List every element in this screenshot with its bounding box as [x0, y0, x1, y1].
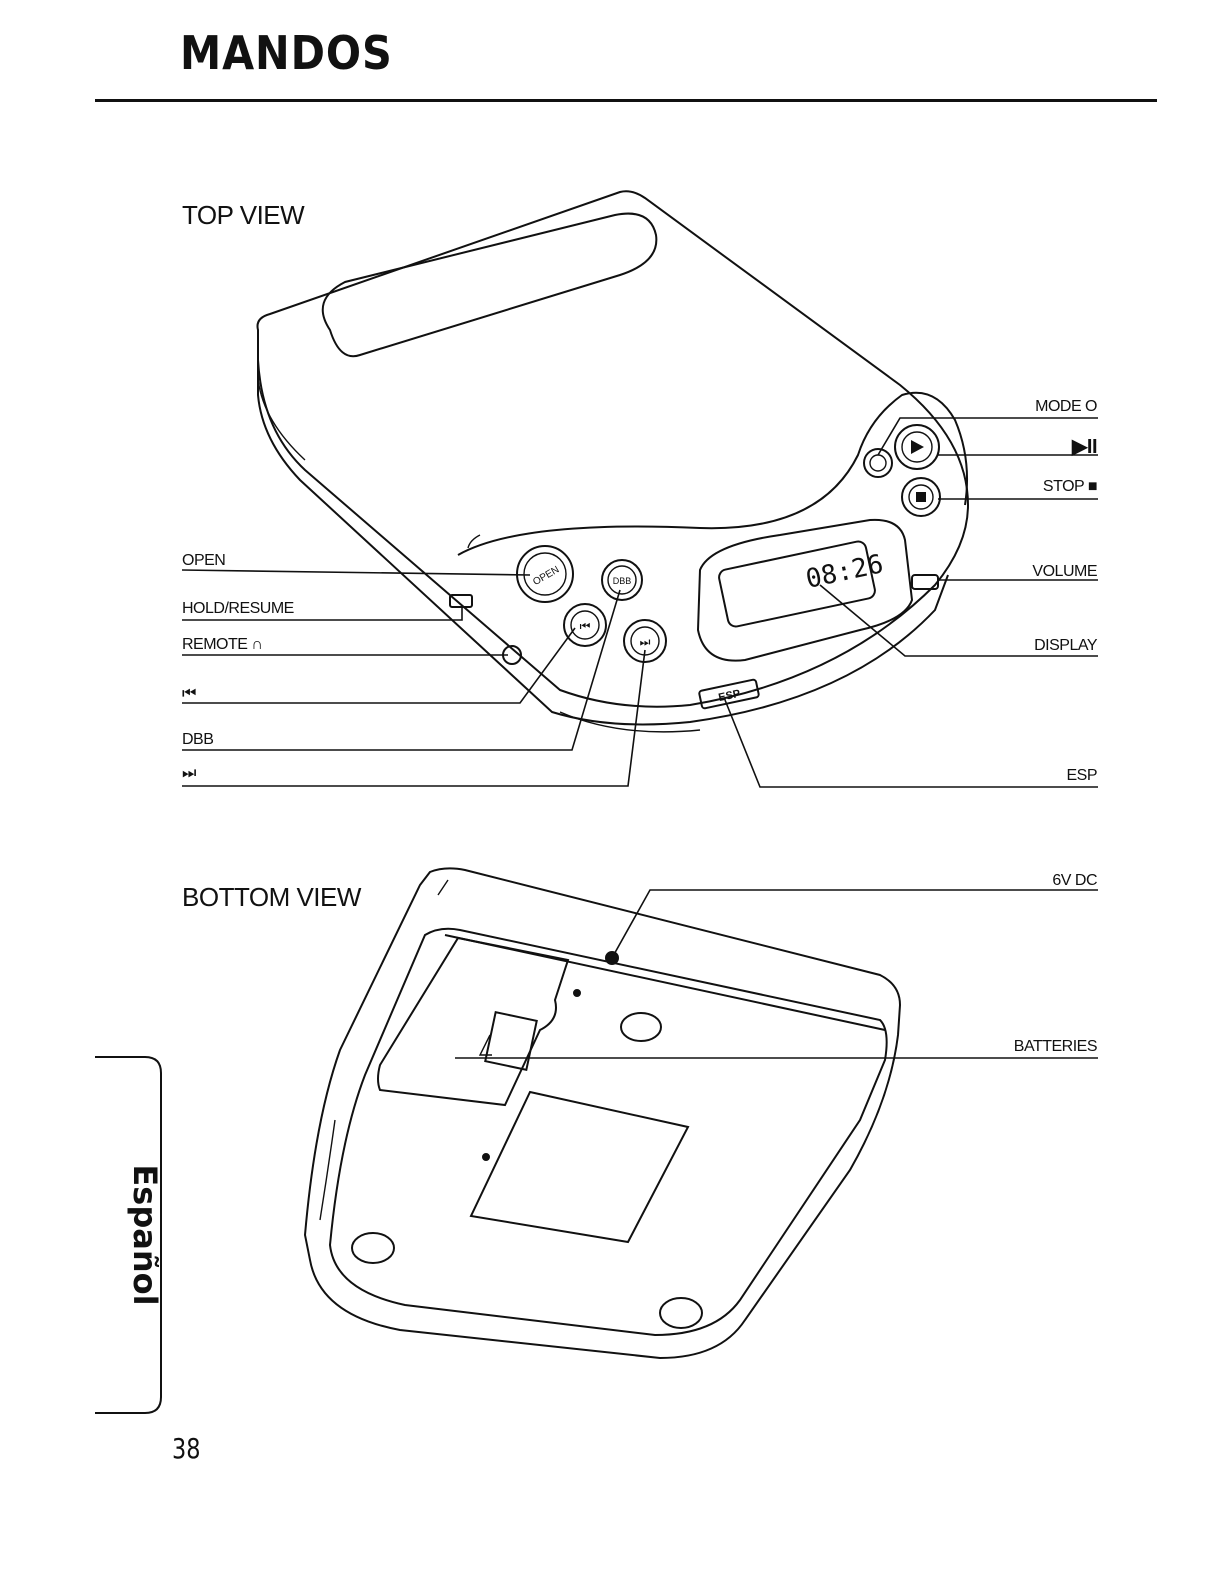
bottom-view-leader-lines [455, 890, 1098, 1058]
svg-text:DBB: DBB [613, 576, 632, 586]
svg-text:OPEN: OPEN [531, 564, 561, 588]
svg-text:⏭: ⏭ [640, 635, 651, 649]
svg-text:⏮: ⏮ [580, 619, 591, 633]
top-view-player: 08:26 OPEN DBB ⏮ ⏭ [258, 191, 969, 732]
language-tab-label: Español [126, 1164, 164, 1305]
page-number: 38 [172, 1432, 201, 1465]
bottom-view-player [305, 868, 900, 1358]
